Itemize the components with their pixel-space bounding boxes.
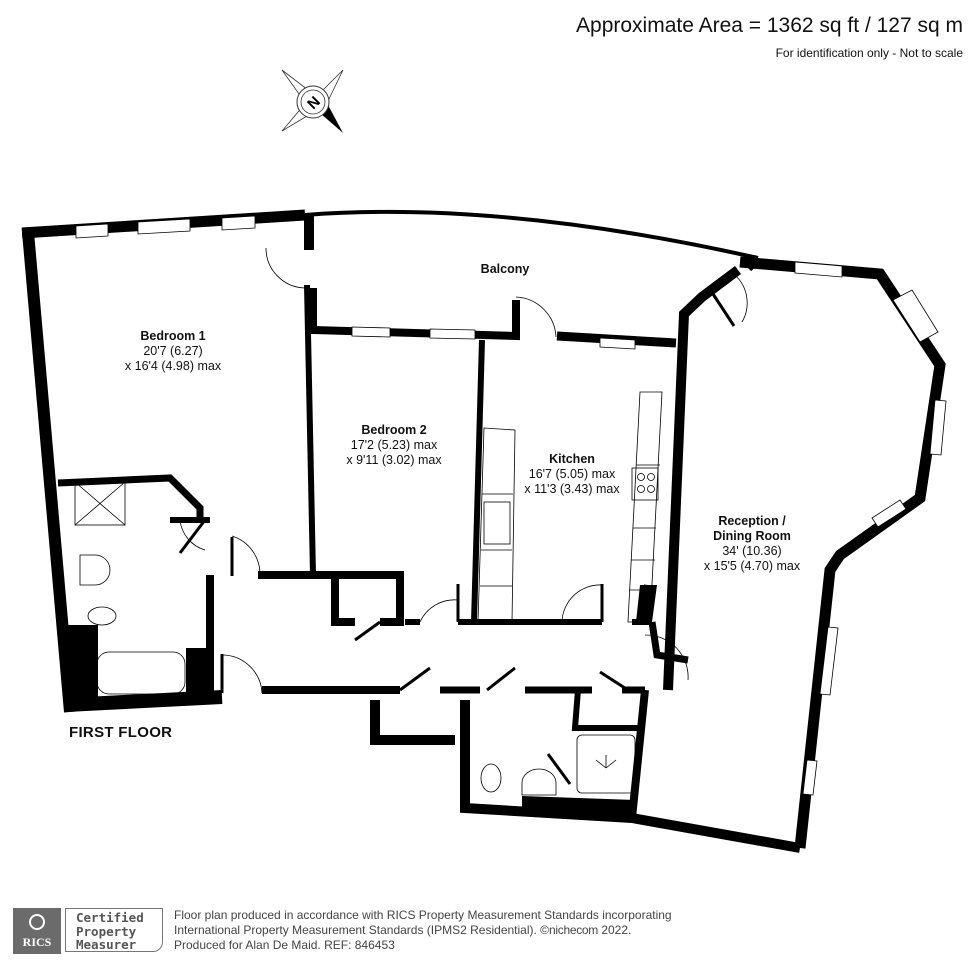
- room-name: Balcony: [480, 262, 530, 276]
- room-label-bedroom-2: Bedroom 2 17'2 (5.23) max x 9'11 (3.02) …: [346, 423, 441, 468]
- north-compass-icon: N: [281, 69, 344, 133]
- rics-certification-logo: RICS Certified Property Measurer: [13, 908, 163, 954]
- rics-lion-icon: [29, 914, 45, 930]
- room-dimension: 17'2 (5.23) max: [350, 438, 438, 452]
- room-dimension: 16'7 (5.05) max: [528, 467, 616, 481]
- floor-label: FIRST FLOOR: [69, 724, 173, 741]
- nichecom-brand: nichecom: [549, 923, 598, 937]
- footer-line-1: Floor plan produced in accordance with R…: [174, 908, 672, 922]
- disclaimer: For identification only - Not to scale: [775, 46, 963, 60]
- room-label-balcony: Balcony: [481, 262, 530, 277]
- rics-badge: RICS: [13, 908, 61, 954]
- room-dimension: x 16'4 (4.98) max: [124, 359, 222, 373]
- certified-property-measurer: Certified Property Measurer: [65, 908, 163, 952]
- room-dimension: 34' (10.36): [722, 544, 782, 558]
- room-dimension: x 9'11 (3.02) max: [346, 453, 442, 467]
- room-name: Bedroom 2: [361, 423, 427, 437]
- room-name: Kitchen: [549, 452, 595, 466]
- room-name: Bedroom 1: [140, 329, 206, 343]
- room-name: Reception /: [718, 514, 786, 528]
- room-label-bedroom-1: Bedroom 1 20'7 (6.27) x 16'4 (4.98) max: [125, 329, 221, 374]
- room-name-line2: Dining Room: [713, 529, 791, 543]
- rics-badge-text: RICS: [22, 935, 52, 949]
- room-dimension: x 11'3 (3.43) max: [524, 482, 620, 496]
- room-dimension: x 15'5 (4.70) max: [703, 559, 801, 573]
- cert-line: Measurer: [76, 937, 137, 952]
- cert-line: Certified: [76, 910, 144, 925]
- footer-notice: Floor plan produced in accordance with R…: [174, 908, 672, 953]
- room-label-kitchen: Kitchen 16'7 (5.05) max x 11'3 (3.43) ma…: [524, 452, 619, 497]
- room-label-reception: Reception / Dining Room 34' (10.36) x 15…: [704, 514, 800, 574]
- footer-line-2: International Property Measurement Stand…: [174, 923, 632, 937]
- approximate-area: Approximate Area = 1362 sq ft / 127 sq m: [576, 14, 963, 37]
- footer-line-3: Produced for Alan De Maid. REF: 846453: [174, 938, 395, 952]
- cert-line: Property: [76, 923, 137, 939]
- room-dimension: 20'7 (6.27): [143, 344, 203, 358]
